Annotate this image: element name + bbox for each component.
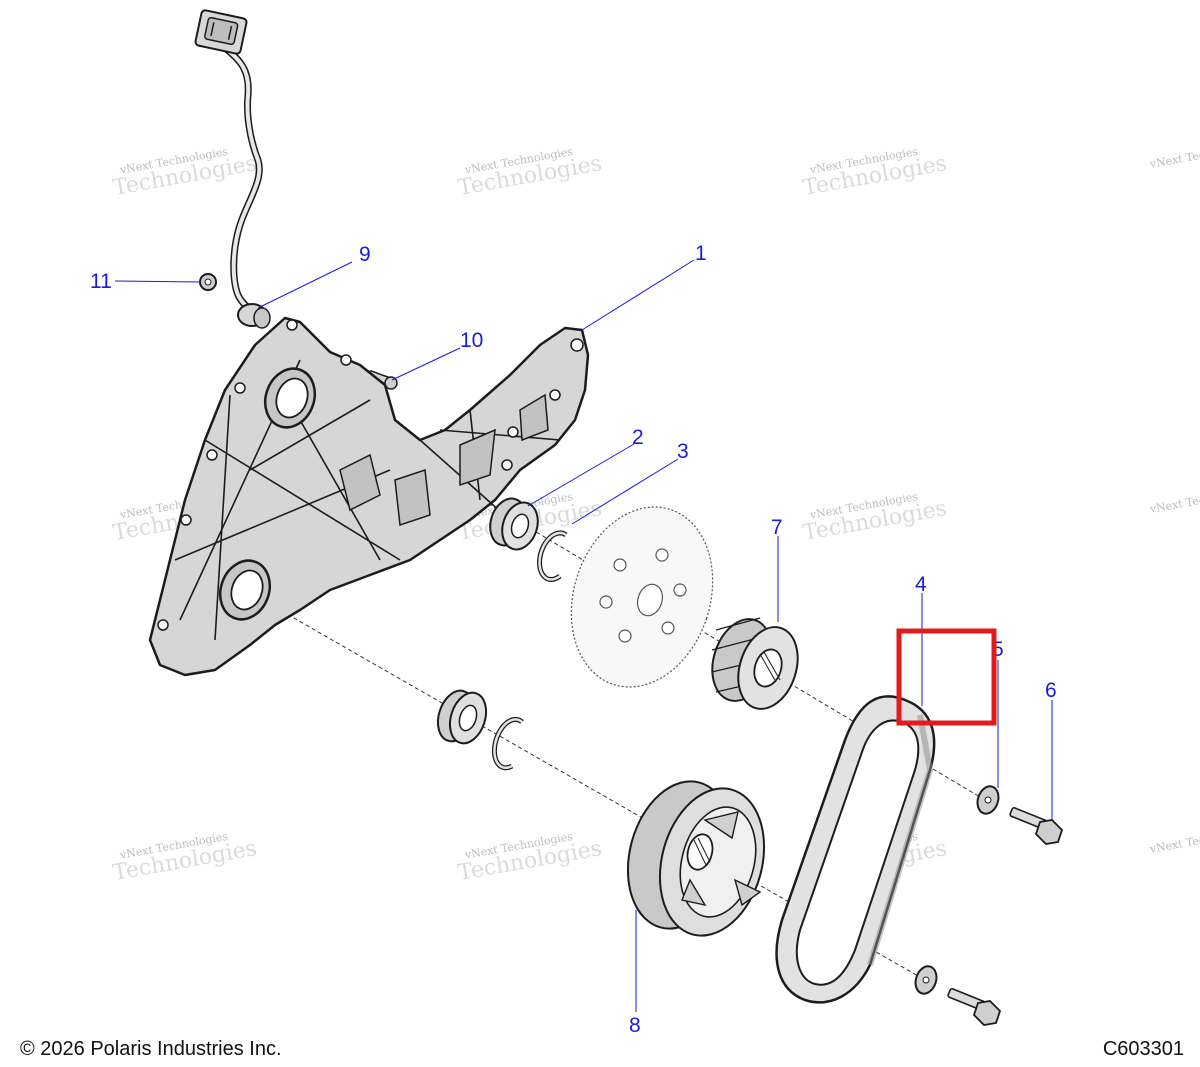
housing-cover-part-1 (148, 316, 590, 677)
nut-part-11 (199, 273, 217, 291)
washer-lower (914, 965, 938, 995)
callout-5: 5 (992, 638, 1004, 661)
watermark-text: vNext Technologies (1148, 824, 1200, 856)
callout-1: 1 (695, 242, 707, 265)
callout-2: 2 (632, 426, 644, 449)
bearing-lower (436, 689, 488, 745)
driven-sprocket-part-8 (626, 780, 766, 937)
callout-9: 9 (359, 243, 371, 266)
watermark-text: vNext Technologies (1148, 484, 1200, 516)
drive-belt-part-4 (775, 695, 936, 1004)
callouts: 1 2 3 4 5 6 7 8 9 10 11 (90, 242, 1057, 1037)
diagram-code: C603301 (1102, 1038, 1184, 1060)
callout-7: 7 (771, 516, 783, 539)
bolt-part-6 (1009, 806, 1064, 845)
retaining-ring-part-3 (537, 530, 568, 582)
bolt-lower (947, 987, 1002, 1026)
callout-8: 8 (629, 1014, 641, 1037)
speed-sensor-harness (194, 9, 271, 329)
callout-3: 3 (677, 440, 689, 463)
brake-rotor (570, 506, 714, 688)
bearing-part-2 (489, 497, 539, 551)
leader-lines (114, 259, 1053, 1012)
drive-sprocket-part-7 (711, 617, 799, 710)
watermark-text: vNext Technologies (1148, 139, 1200, 171)
callout-4: 4 (915, 573, 927, 596)
retaining-ring-lower (491, 716, 524, 771)
lower-bore (218, 559, 272, 621)
sensor-head (237, 303, 271, 329)
highlight-box (896, 628, 997, 726)
callout-10: 10 (460, 329, 483, 352)
callout-11: 11 (90, 270, 112, 293)
connector-plug (194, 9, 248, 55)
washer-part-5 (976, 785, 1000, 815)
callout-6: 6 (1045, 679, 1057, 702)
copyright-text: © 2026 Polaris Industries Inc. (20, 1038, 282, 1060)
upper-bore (263, 367, 317, 429)
